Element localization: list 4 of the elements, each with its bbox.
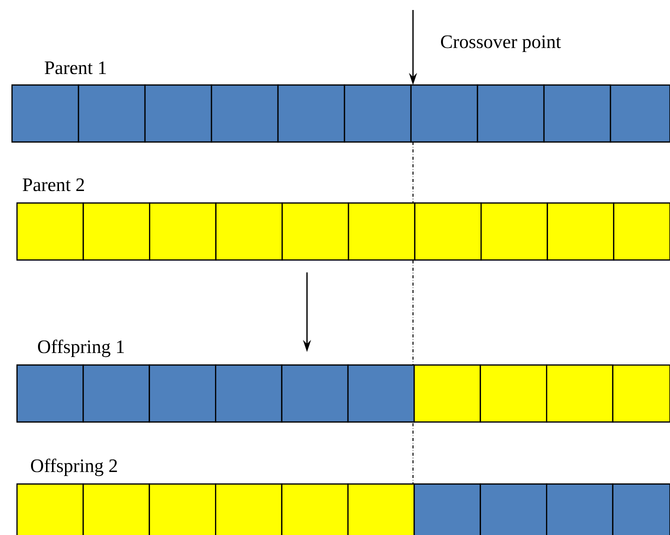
- bar-label: Parent 1: [44, 61, 106, 74]
- bar-label: Offspring 1: [38, 340, 124, 358]
- bar-label: Offspring 2: [31, 458, 117, 476]
- bar-label: Parent 2: [22, 178, 84, 192]
